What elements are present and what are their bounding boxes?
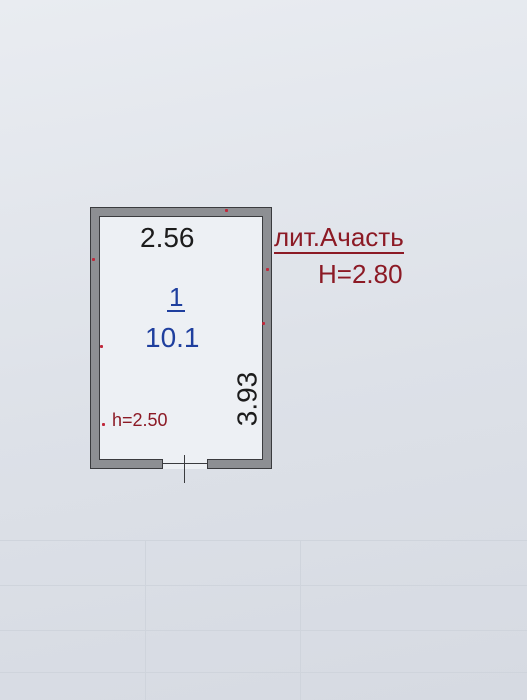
- room-interior: [99, 216, 263, 460]
- stain-mark: [262, 322, 265, 325]
- room-ceiling-height: h=2.50: [112, 410, 168, 430]
- stain-mark: [266, 268, 269, 271]
- room-length-dimension: 3.93: [231, 371, 263, 427]
- room-width-dimension: 2.56: [140, 222, 195, 253]
- faint-grid-line: [0, 585, 527, 586]
- stain-mark: [92, 258, 95, 261]
- faint-grid-line: [0, 672, 527, 673]
- faint-grid-line: [0, 540, 527, 541]
- faint-grid-line: [0, 630, 527, 631]
- faint-grid-line: [145, 540, 146, 700]
- stain-mark: [100, 345, 103, 348]
- faint-grid-line: [300, 540, 301, 700]
- door-opening: [162, 459, 208, 469]
- building-label: лит.Ачасть: [274, 222, 404, 254]
- stain-mark: [225, 209, 228, 212]
- room-number: 1: [167, 282, 186, 312]
- door-leaf-line: [162, 463, 208, 464]
- room-area: 10.1: [145, 322, 200, 353]
- door-axis-line: [184, 455, 185, 483]
- building-height: H=2.80: [318, 259, 403, 289]
- stain-mark: [102, 423, 105, 426]
